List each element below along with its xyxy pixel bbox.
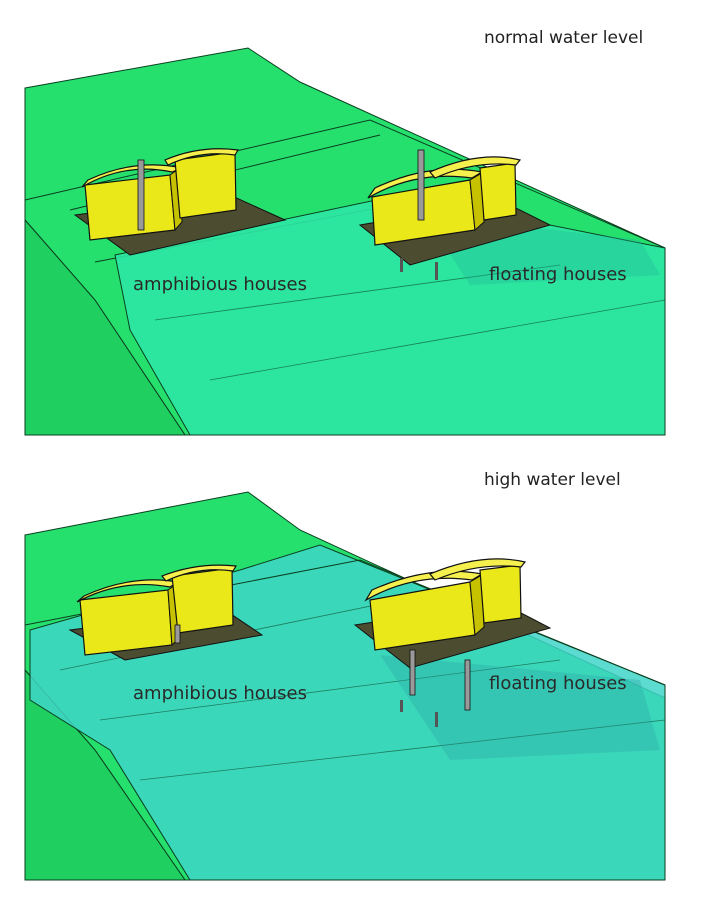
floating-anchor <box>435 262 438 280</box>
floating-houses-label: floating houses <box>489 673 627 694</box>
floating-pole <box>417 149 425 221</box>
water-line <box>209 299 666 381</box>
panel-title: high water level <box>484 470 621 490</box>
floating-house-back-block <box>479 564 522 624</box>
amphibious-pole <box>174 624 181 644</box>
floating-house-side <box>469 172 485 232</box>
floating-anchor <box>400 258 403 272</box>
floating-house-side <box>469 574 485 637</box>
land-front-face <box>24 218 186 436</box>
amphibious-house-front-block <box>79 589 173 656</box>
amphibious-house-front-block <box>84 174 176 241</box>
amphibious-pole <box>137 159 145 231</box>
amphibious-houses-label: amphibious houses <box>133 683 308 704</box>
floating-house-back-block <box>479 162 517 221</box>
normal-water-panel: normal water level amphibious houses flo… <box>24 28 666 436</box>
floating-house-back-roof <box>429 156 522 179</box>
panel-title: normal water level <box>484 28 644 48</box>
floating-anchor <box>435 712 438 727</box>
normal-water-diagram <box>24 47 666 436</box>
floating-house-back-roof <box>429 558 527 581</box>
water-line <box>154 264 561 321</box>
amphibious-houses-label: amphibious houses <box>133 274 308 295</box>
floating-anchor <box>400 700 403 712</box>
floating-pole <box>409 649 416 696</box>
amphibious-house-back-block <box>174 151 237 219</box>
amphibious-house-back-block <box>171 567 234 634</box>
floating-pole <box>464 659 471 711</box>
water-line <box>99 659 561 721</box>
high-water-panel: high water level amphibious houses float… <box>0 450 704 900</box>
amphibious-house-back-roof <box>164 148 239 166</box>
amphibious-house-back-roof <box>161 564 237 582</box>
high-water-diagram <box>24 491 666 881</box>
water-shadow <box>380 655 660 760</box>
floating-houses-label: floating houses <box>489 264 627 285</box>
water-line <box>139 719 666 781</box>
